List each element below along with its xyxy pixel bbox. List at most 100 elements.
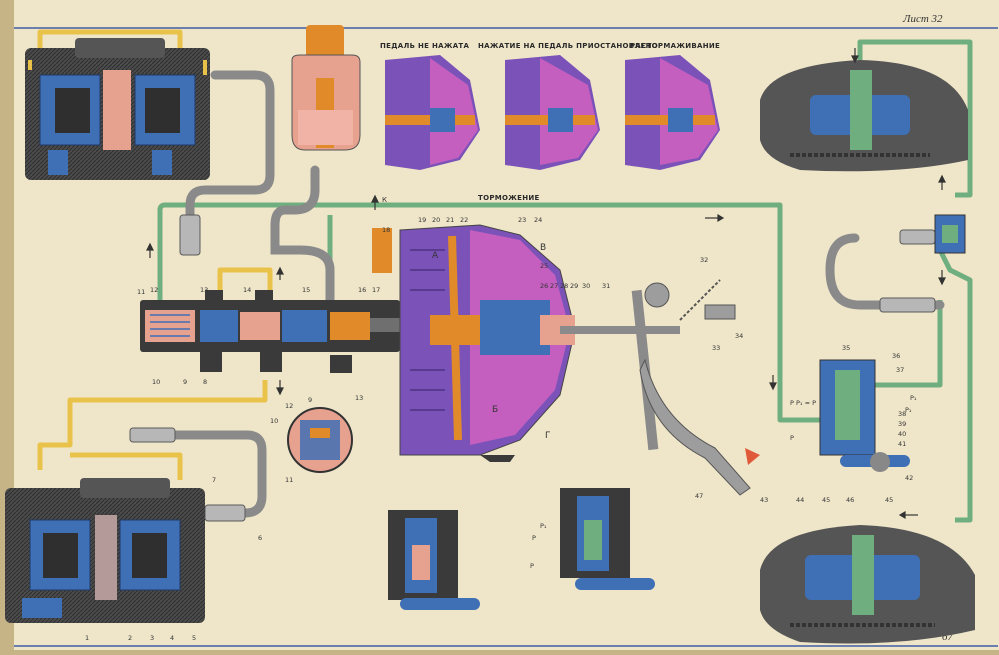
callout: 32	[700, 256, 708, 264]
callout: 42	[905, 474, 913, 482]
callout: 3	[150, 634, 154, 642]
callout: 26	[540, 282, 548, 290]
callout: 12	[150, 286, 158, 294]
pressure-label: Р₁	[905, 406, 912, 414]
callout: 18	[382, 226, 390, 234]
caption-braking: ТОРМОЖЕНИЕ	[478, 194, 540, 202]
callout: 34	[735, 332, 743, 340]
front-caliper-top	[25, 38, 210, 180]
callout: 19	[418, 216, 426, 224]
callout: 38	[898, 410, 906, 418]
callout: 29	[570, 282, 578, 290]
callout: 45	[822, 496, 830, 504]
regulator-detail-right	[560, 488, 655, 590]
callout: 20	[432, 216, 440, 224]
chamber-letter-b: Б	[492, 405, 498, 415]
callout: 45	[885, 496, 893, 504]
pressure-label: Р	[530, 562, 534, 570]
vacuum-booster	[372, 224, 576, 462]
callout: 12	[285, 402, 293, 410]
arrow-right-icon	[717, 213, 725, 223]
arrow-down-icon	[769, 382, 777, 391]
chamber-letter-g: Г	[545, 431, 551, 441]
sheet-title: Лист 32	[902, 13, 943, 25]
booster-state-release	[625, 55, 720, 170]
front-caliper-bottom	[5, 478, 205, 623]
callout: 10	[270, 417, 278, 425]
callout: 27	[550, 282, 558, 290]
callout: 40	[898, 430, 906, 438]
flow-arrows	[146, 48, 946, 520]
tee-connector	[934, 214, 966, 254]
callout: 23	[518, 216, 526, 224]
callout: 10	[152, 378, 160, 386]
callout: 24	[534, 216, 542, 224]
callout: 16	[358, 286, 366, 294]
callout: 46	[846, 496, 854, 504]
callout: 33	[712, 344, 720, 352]
arrow-left-icon	[898, 510, 906, 520]
callout: 22	[460, 216, 468, 224]
arrow-letter-k: К	[382, 196, 387, 204]
pressure-label: Р	[790, 399, 794, 407]
callout: 28	[560, 282, 568, 290]
callout: 6	[258, 534, 262, 542]
callout: 7	[212, 476, 216, 484]
callout: 9	[308, 396, 312, 404]
callout: 13	[355, 394, 363, 402]
hose-fittings	[129, 214, 936, 522]
callout: 36	[892, 352, 900, 360]
callout: 1	[85, 634, 89, 642]
callout: 21	[446, 216, 454, 224]
callout: 14	[243, 286, 251, 294]
caption-pedal-pressed-stopped: НАЖАТИЕ НА ПЕДАЛЬ ПРИОСТАНОВЛЕНО	[478, 42, 658, 50]
pressure-label: Р	[532, 534, 536, 542]
callout-numbers: 1 2 3 4 5 6 7 8 9 10 11 12 13 14 15 16 1…	[85, 216, 913, 642]
pressure-label: Р₁	[540, 522, 547, 530]
callout: 17	[372, 286, 380, 294]
callout: 47	[695, 492, 703, 500]
pressure-label: Р	[790, 434, 794, 442]
chamber-letter-v: В	[540, 243, 546, 253]
booster-state-not-pressed	[385, 55, 480, 170]
valve-detail-inset	[287, 407, 353, 473]
callout: 31	[602, 282, 610, 290]
callout: 11	[137, 288, 145, 296]
pressure-label: Р₁	[910, 394, 917, 402]
callout: 8	[203, 378, 207, 386]
callout: 35	[842, 344, 850, 352]
rear-drum-bottom	[760, 525, 975, 644]
green-brake-lines	[157, 39, 973, 523]
caption-release: РАСТОРМАЖИВАНИЕ	[630, 42, 720, 50]
booster-state-stopped	[505, 55, 600, 170]
inset-callouts: 9 10 11 12 13	[270, 394, 363, 484]
callout: 11	[285, 476, 293, 484]
callout: 37	[896, 366, 904, 374]
callout: 9	[183, 378, 187, 386]
rear-drum-top	[760, 60, 968, 172]
grey-hoses	[145, 70, 945, 518]
callout: 2	[128, 634, 132, 642]
callout: 13	[200, 286, 208, 294]
pressure-regulator	[819, 359, 910, 472]
caption-pedal-not-pressed: ПЕДАЛЬ НЕ НАЖАТА	[380, 42, 469, 50]
callout: 4	[170, 634, 174, 642]
brake-pedal	[560, 279, 751, 496]
callout: 30	[582, 282, 590, 290]
arrow-up-icon	[146, 242, 154, 251]
page-number: 67	[942, 631, 954, 643]
callout: 15	[302, 286, 310, 294]
chamber-letter-a: А	[432, 251, 439, 261]
pressure-label: Р₁ ≈ Р	[796, 399, 816, 407]
callout: 39	[898, 420, 906, 428]
callout: 43	[760, 496, 768, 504]
callout: 5	[192, 634, 196, 642]
callout: 41	[898, 440, 906, 448]
callout: 25	[540, 262, 548, 270]
regulator-detail-left	[388, 510, 480, 610]
callout: 44	[796, 496, 804, 504]
pointing-arrow-icon	[745, 448, 760, 465]
fluid-reservoir	[291, 25, 361, 151]
